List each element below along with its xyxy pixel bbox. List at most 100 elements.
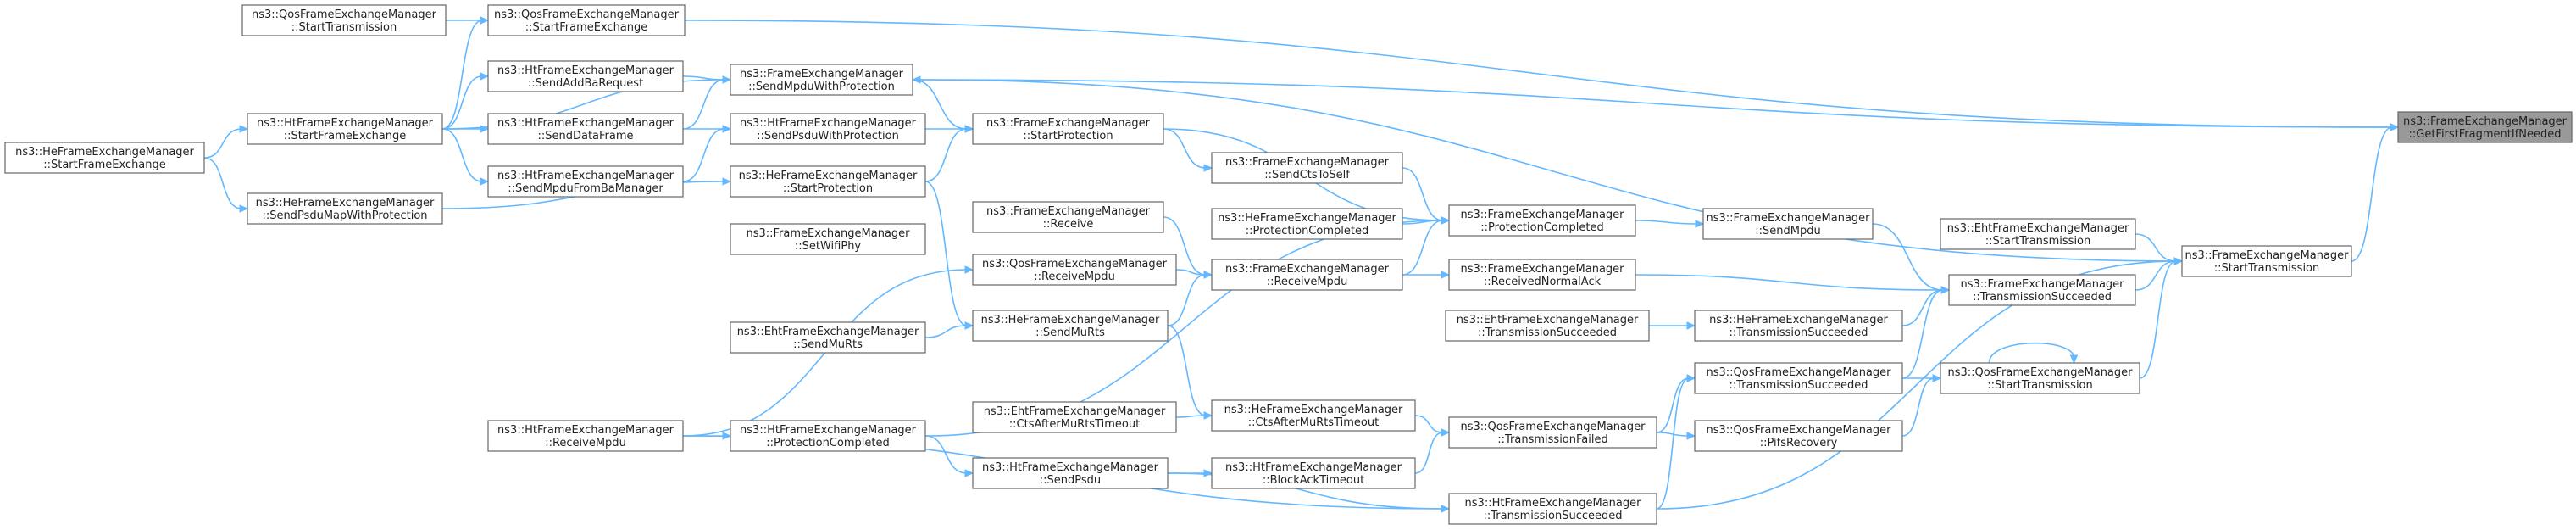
node-eht-smr[interactable]: ns3::EhtFrameExchangeManager::SendMuRts (730, 321, 926, 354)
node-eht-ts[interactable]: ns3::EhtFrameExchangeManager::Transmissi… (1445, 310, 1650, 342)
arrowhead-icon (480, 125, 490, 133)
call-edge-ht_sfe-to-qfem_sfe (441, 16, 490, 130)
node-fem-pc[interactable]: ns3::FrameExchangeManager::ProtectionCom… (1448, 204, 1636, 237)
node-fem-swp[interactable]: ns3::FrameExchangeManager::SetWifiPhy (730, 223, 926, 255)
node-fem-sm[interactable]: ns3::FrameExchangeManager::SendMpdu (1702, 208, 1874, 240)
node-ht-spwp[interactable]: ns3::HtFrameExchangeManager::SendPsduWit… (730, 113, 926, 145)
node-box (4, 142, 205, 174)
call-edge-ht_sfe-to-ht_sdf (441, 125, 490, 133)
edge-line (203, 128, 242, 159)
node-ht-smfbm[interactable]: ns3::HtFrameExchangeManager::SendMpduFro… (487, 165, 684, 198)
node-he-pc[interactable]: ns3::HeFrameExchangeManager::ProtectionC… (1211, 208, 1403, 240)
node-label-method: ::ReceiveMpdu (1034, 271, 1115, 283)
node-box (730, 420, 926, 452)
call-edge-qfem_st2-to-qfem_st2 (1988, 342, 2079, 365)
arrowhead-icon (1932, 374, 1942, 382)
node-ht-sps[interactable]: ns3::HtFrameExchangeManager::SendPsdu (972, 457, 1169, 489)
node-fem-sp[interactable]: ns3::FrameExchangeManager::StartProtecti… (972, 113, 1164, 145)
node-qfem-st2[interactable]: ns3::QosFrameExchangeManager::StartTrans… (1940, 362, 2140, 394)
node-ht-sdf[interactable]: ns3::HtFrameExchangeManager::SendDataFra… (487, 113, 684, 145)
node-he-ts[interactable]: ns3::HeFrameExchangeManager::Transmissio… (1694, 310, 1903, 342)
node-qfem-pr[interactable]: ns3::QosFrameExchangeManager::PifsRecove… (1694, 420, 1903, 452)
node-eht-camrt[interactable]: ns3::EhtFrameExchangeManager::CtsAfterMu… (972, 401, 1177, 433)
node-qfem-tf[interactable]: ns3::QosFrameExchangeManager::Transmissi… (1448, 416, 1657, 449)
node-fem-scts[interactable]: ns3::FrameExchangeManager::SendCtsToSelf (1211, 152, 1403, 184)
node-label-class: ns3::EhtFrameExchangeManager (1947, 222, 2129, 235)
node-label-method: ::TransmissionFailed (1497, 433, 1607, 446)
edge-line (1167, 325, 1207, 416)
call-edge-eht_ts-to-he_ts (1648, 321, 1696, 330)
node-label-class: ns3::FrameExchangeManager (1460, 263, 1624, 276)
node-label-class: ns3::HtFrameExchangeManager (982, 461, 1159, 474)
node-label-method: ::SendDataFrame (537, 130, 633, 142)
arrowhead-icon (964, 125, 974, 133)
node-he-spmwp[interactable]: ns3::HeFrameExchangeManager::SendPsduMap… (247, 192, 443, 225)
node-qfem-ts[interactable]: ns3::QosFrameExchangeManager::Transmissi… (1694, 362, 1903, 394)
node-fem-st[interactable]: ns3::FrameExchangeManager::StartTransmis… (2181, 245, 2352, 277)
node-label-class: ns3::HtFrameExchangeManager (497, 117, 675, 130)
call-edge-he_smr-to-fem_rm (1167, 271, 1213, 326)
arrowhead-icon (911, 75, 921, 84)
node-fem-ts[interactable]: ns3::FrameExchangeManager::TransmissionS… (1948, 274, 2136, 306)
node-root[interactable]: ns3::FrameExchangeManager::GetFirstFragm… (2397, 111, 2573, 143)
node-box (1448, 493, 1657, 525)
node-box (972, 310, 1169, 342)
node-he-sp[interactable]: ns3::HeFrameExchangeManager::StartProtec… (730, 165, 926, 198)
node-fem-smwp[interactable]: ns3::FrameExchangeManager::SendMpduWithP… (730, 64, 913, 96)
node-label-class: ns3::HtFrameExchangeManager (1225, 461, 1402, 474)
edge-line (924, 128, 968, 182)
call-edge-he_sfe-to-ht_sfe (203, 125, 249, 159)
edge-line (1402, 167, 1444, 221)
edge-line (684, 20, 2393, 128)
node-ht-pc[interactable]: ns3::HtFrameExchangeManager::ProtectionC… (730, 420, 926, 452)
call-edge-fem_st-to-root (2351, 123, 2400, 262)
arrowhead-icon (722, 177, 732, 186)
node-label-method: ::StartTransmission (2214, 262, 2320, 275)
node-ht-ts[interactable]: ns3::HtFrameExchangeManager::Transmissio… (1448, 493, 1657, 525)
call-edge-eht_camrt-to-he_camrt (1175, 411, 1213, 420)
arrowhead-icon (1686, 321, 1696, 330)
node-label-class: ns3::HeFrameExchangeManager (256, 197, 435, 209)
node-fem-rna[interactable]: ns3::FrameExchangeManager::ReceivedNorma… (1448, 259, 1636, 291)
arrowhead-icon (480, 177, 490, 186)
node-qfem-sfe[interactable]: ns3::QosFrameExchangeManager::StartFrame… (487, 4, 686, 36)
node-box (487, 420, 684, 452)
node-he-camrt[interactable]: ns3::HeFrameExchangeManager::CtsAfterMuR… (1211, 399, 1416, 432)
node-label-method: ::Receive (1043, 218, 1094, 231)
node-box (730, 165, 926, 198)
node-ht-sfe[interactable]: ns3::HtFrameExchangeManager::StartFrameE… (247, 113, 443, 145)
node-label-class: ns3::FrameExchangeManager (986, 205, 1151, 218)
node-fem-rm[interactable]: ns3::FrameExchangeManager::ReceiveMpdu (1211, 259, 1403, 291)
arrowhead-icon (1203, 411, 1213, 420)
node-qfem-st[interactable]: ns3::QosFrameExchangeManager::StartTrans… (242, 4, 447, 36)
node-fem-recv[interactable]: ns3::FrameExchangeManager::Receive (972, 201, 1164, 233)
arrowhead-icon (964, 469, 974, 477)
node-box (972, 201, 1164, 233)
node-label-method: ::ProtectionCompleted (1480, 221, 1603, 234)
edge-line (1635, 274, 1944, 291)
call-edge-fem_sp-to-fem_scts (1163, 128, 1213, 172)
node-label-class: ns3::QosFrameExchangeManager (1706, 424, 1891, 437)
edge-line (924, 325, 968, 338)
arrowhead-icon (722, 75, 732, 84)
node-ht-bat[interactable]: ns3::HtFrameExchangeManager::BlockAckTim… (1211, 457, 1416, 489)
node-label-class: ns3::FrameExchangeManager (1960, 278, 2124, 291)
node-ht-sabr[interactable]: ns3::HtFrameExchangeManager::SendAddBaRe… (487, 60, 684, 92)
node-eht-st[interactable]: ns3::EhtFrameExchangeManager::StartTrans… (1940, 218, 2136, 250)
call-edge-ht_sdf-to-fem_smwp (682, 75, 732, 130)
edge-line (924, 181, 968, 326)
node-box (1448, 416, 1657, 449)
edge-line (1901, 377, 1935, 437)
node-he-smr[interactable]: ns3::HeFrameExchangeManager::SendMuRts (972, 310, 1169, 342)
node-label-method: ::TransmissionSucceeded (1483, 510, 1622, 522)
node-label-method: ::ReceivedNormalAck (1484, 276, 1602, 288)
call-edge-fem_rna-to-fem_ts (1635, 274, 1951, 294)
edge-line (2135, 233, 2177, 262)
node-he-sfe[interactable]: ns3::HeFrameExchangeManager::StartFrameE… (4, 142, 205, 174)
call-edge-fem_sm-to-fem_ts (1872, 223, 1951, 294)
node-label-class: ns3::HeFrameExchangeManager (1709, 314, 1888, 326)
node-qfem-rm[interactable]: ns3::QosFrameExchangeManager::ReceiveMpd… (972, 254, 1177, 286)
node-ht-rm[interactable]: ns3::HtFrameExchangeManager::ReceiveMpdu (487, 420, 684, 452)
arrowhead-icon (239, 125, 249, 133)
node-box (487, 4, 686, 36)
